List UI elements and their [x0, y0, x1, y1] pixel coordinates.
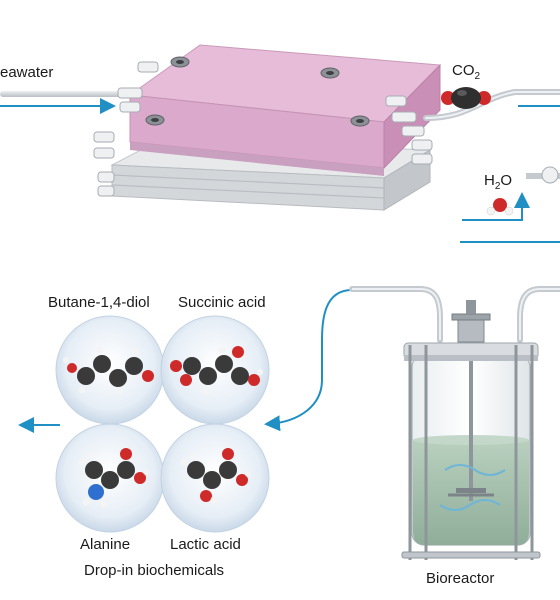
bioreactor — [349, 286, 560, 560]
h2o-molecule-icon — [486, 198, 514, 216]
alanine-label: Alanine — [80, 536, 131, 553]
h2o-arrow — [462, 192, 530, 221]
butanediol-label: Butane-1,4-diol — [48, 294, 150, 311]
h2o-label-sub: 2 — [494, 181, 501, 192]
bubble-alanine — [55, 423, 165, 533]
seawater-label: eawater — [0, 64, 54, 81]
lactic-label: Lactic acid — [170, 536, 241, 553]
h2o-label-main: H — [484, 172, 495, 189]
dropin-label: Drop-in biochemicals — [84, 562, 225, 579]
co2-label-main: CO — [452, 62, 475, 79]
seawater-tube — [0, 91, 150, 97]
bubble-lactic — [160, 423, 270, 533]
bubble-butanediol — [55, 315, 165, 425]
co2-label: CO2 — [452, 62, 481, 82]
bioreactor-label: Bioreactor — [426, 570, 495, 587]
co2-label-sub: 2 — [474, 71, 481, 82]
succinic-label: Succinic acid — [178, 294, 266, 311]
co2-molecule-icon — [441, 87, 491, 109]
h2o-label-tail: O — [500, 172, 513, 189]
bubble-succinic — [160, 315, 270, 425]
h2o-label: H2O — [484, 172, 513, 192]
product-arrow — [264, 289, 353, 432]
electrolyzer — [0, 44, 560, 211]
